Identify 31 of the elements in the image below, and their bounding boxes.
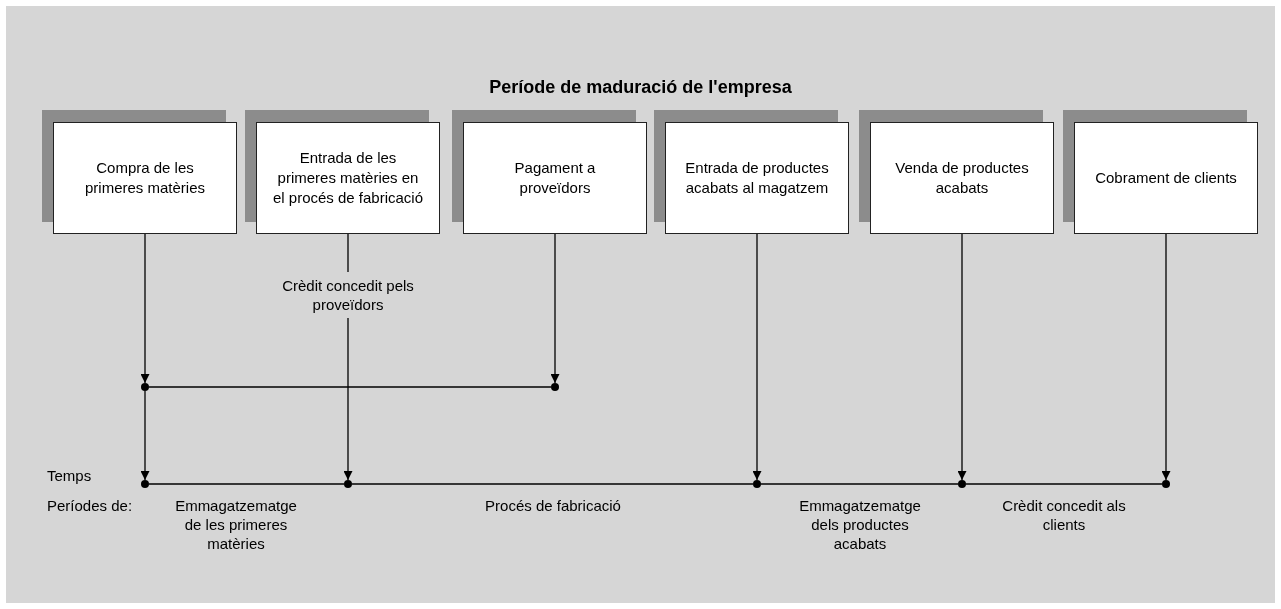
timeline-dot — [141, 383, 149, 391]
timeline-dot — [551, 383, 559, 391]
timeline-dot — [344, 480, 352, 488]
arrow — [957, 233, 967, 481]
arrow — [140, 233, 150, 384]
period-label: Emmagatzematge dels productes acabats — [798, 496, 922, 553]
arrow — [752, 233, 762, 481]
timeline-line — [760, 483, 959, 485]
timeline-dot — [753, 480, 761, 488]
period-label: Crèdit concedit als clients — [1001, 496, 1127, 534]
axis-label: Temps — [47, 466, 93, 485]
timeline-dot — [141, 480, 149, 488]
timeline-dot — [958, 480, 966, 488]
arrow — [140, 390, 150, 481]
arrow — [550, 233, 560, 384]
timeline-line — [351, 483, 754, 485]
timeline-line — [965, 483, 1163, 485]
step-box: Entrada de productes acabats al magatzem — [665, 122, 849, 234]
arrow — [1161, 233, 1171, 481]
period-label: Emmagatzematge de les primeres matèries — [174, 496, 298, 553]
step-box: Compra de les primeres matèries — [53, 122, 237, 234]
timeline-line — [148, 483, 345, 485]
timeline-dot — [1162, 480, 1170, 488]
step-box: Cobrament de clients — [1074, 122, 1258, 234]
diagram-title: Període de maduració de l'empresa — [488, 78, 793, 97]
period-label: Procés de fabricació — [484, 496, 622, 515]
step-box: Venda de productes acabats — [870, 122, 1054, 234]
timeline-line — [148, 386, 552, 388]
axis-label: Períodes de: — [47, 496, 134, 515]
step-box: Pagament a proveïdors — [463, 122, 647, 234]
step-box: Entrada de les primeres matèries en el procés de fabricació — [256, 122, 440, 234]
